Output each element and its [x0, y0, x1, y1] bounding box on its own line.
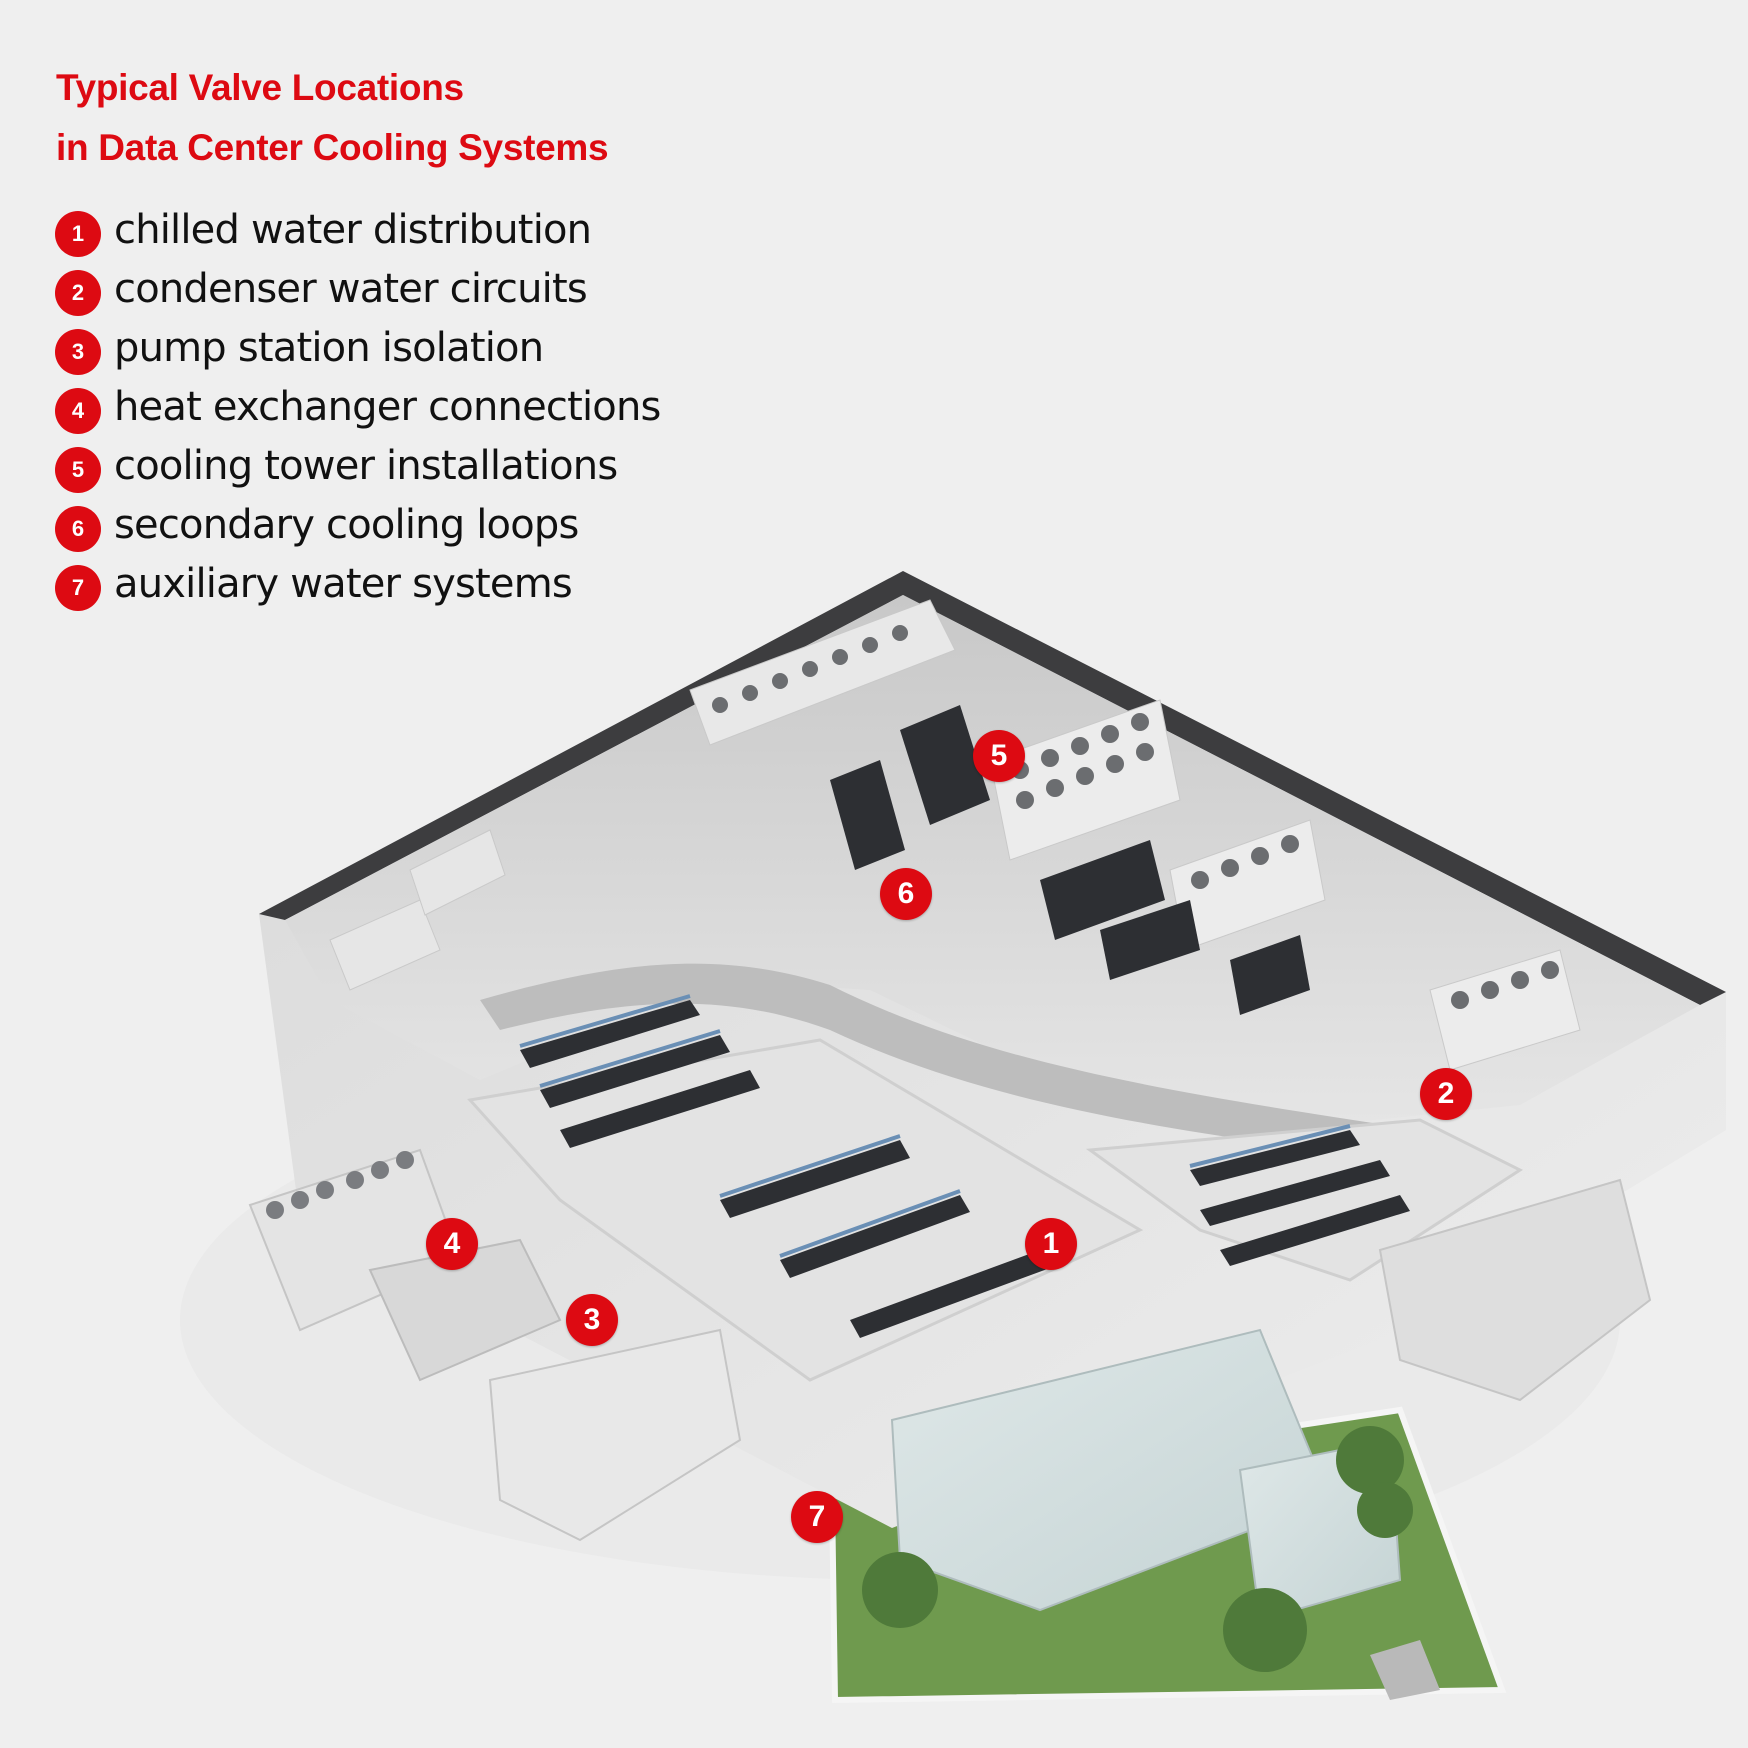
chiller-fans: [266, 1151, 414, 1219]
valve-marker-4[interactable]: 4: [426, 1218, 478, 1270]
number-badge: 3: [55, 328, 101, 375]
chilled-water-pipes: [519, 994, 1351, 1258]
number-badge: 4: [55, 387, 101, 434]
legend-label: secondary cooling loops: [114, 501, 579, 548]
legend: 1 chilled water distribution 2 condenser…: [55, 200, 661, 613]
trees: [862, 1426, 1413, 1672]
legend-item: 1 chilled water distribution: [55, 200, 661, 259]
number-badge: 1: [55, 210, 101, 257]
number-badge: 2: [55, 269, 101, 316]
valve-marker-6[interactable]: 6: [880, 868, 932, 920]
server-hall-right: [1085, 1118, 1524, 1282]
glass-lobby: [890, 1328, 1332, 1612]
interior-ramp: [480, 963, 1420, 1160]
legend-label: cooling tower installations: [114, 442, 618, 489]
valve-marker-5[interactable]: 5: [973, 730, 1025, 782]
legend-item: 6 secondary cooling loops: [55, 495, 661, 554]
legend-item: 2 condenser water circuits: [55, 259, 661, 318]
title-line-1: Typical Valve Locations: [56, 67, 464, 108]
legend-item: 5 cooling tower installations: [55, 436, 661, 495]
legend-label: chilled water distribution: [114, 206, 592, 253]
legend-label: pump station isolation: [114, 324, 544, 371]
legend-item: 3 pump station isolation: [55, 318, 661, 377]
legend-item: 7 auxiliary water systems: [55, 554, 661, 613]
legend-label: auxiliary water systems: [114, 560, 573, 607]
title-line-2: in Data Center Cooling Systems: [56, 127, 609, 168]
number-badge: 7: [55, 564, 101, 611]
legend-label: heat exchanger connections: [114, 383, 661, 430]
walkway: [1370, 1640, 1440, 1700]
valve-marker-7[interactable]: 7: [791, 1491, 843, 1543]
fan-grilles: [712, 625, 1559, 1009]
upper-server-racks: [830, 705, 1310, 1015]
valve-marker-1[interactable]: 1: [1025, 1218, 1077, 1270]
legend-label: condenser water circuits: [114, 265, 588, 312]
server-racks: [520, 1000, 1410, 1338]
valve-marker-2[interactable]: 2: [1420, 1068, 1472, 1120]
number-badge: 5: [55, 446, 101, 493]
right-annex: [1378, 1178, 1652, 1402]
legend-item: 4 heat exchanger connections: [55, 377, 661, 436]
valve-marker-3[interactable]: 3: [566, 1294, 618, 1346]
number-badge: 6: [55, 505, 101, 552]
page-title: Typical Valve Locations in Data Center C…: [56, 58, 609, 178]
